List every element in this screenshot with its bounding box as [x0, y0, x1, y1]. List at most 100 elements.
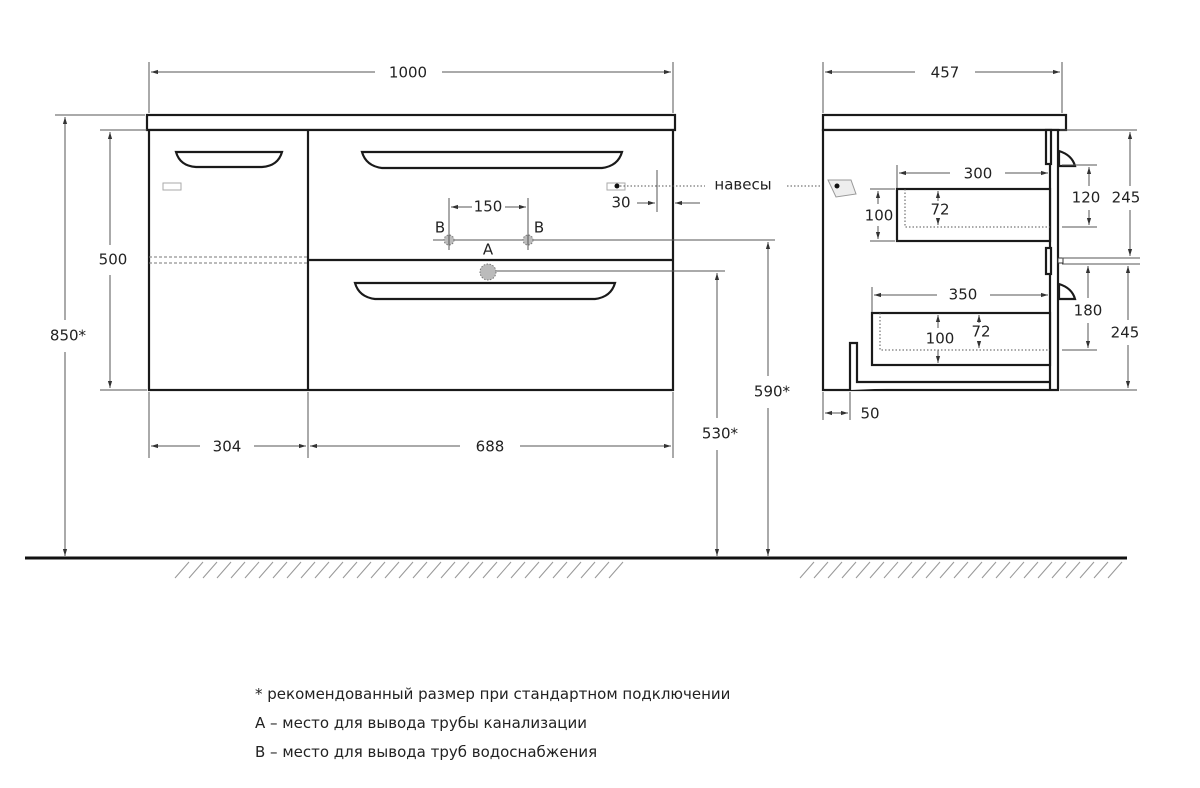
- dim-water-height: 590*: [754, 383, 791, 401]
- hatch-line: [538, 561, 554, 579]
- dim-upper-drawer-height: 100: [865, 207, 894, 225]
- lower-drawer-box: [870, 311, 1052, 367]
- dim-left-width: 304: [213, 438, 242, 456]
- hatch-line: [855, 561, 871, 579]
- floor-hatching: [174, 561, 1123, 579]
- dim-upper-clearance: 120: [1072, 189, 1101, 207]
- hatch-line: [1079, 561, 1095, 579]
- hatch-line: [813, 561, 829, 579]
- hatch-line: [981, 561, 997, 579]
- hatch-line: [524, 561, 540, 579]
- hatch-line: [799, 561, 815, 579]
- hatch-line: [510, 561, 526, 579]
- hatch-line: [454, 561, 470, 579]
- hatch-line: [286, 561, 302, 579]
- hatch-line: [384, 561, 400, 579]
- dim-lower-clearance: 180: [1074, 302, 1103, 320]
- dim-right-width: 688: [476, 438, 505, 456]
- dim-hinge-offset: 30: [611, 194, 630, 212]
- dim-upper-drawer-depth: 300: [964, 165, 993, 183]
- top-drawer-handle: [360, 150, 624, 170]
- dim-height-total: 850*: [50, 327, 87, 345]
- hatch-line: [1065, 561, 1081, 579]
- hatch-line: [482, 561, 498, 579]
- hatch-line: [1107, 561, 1123, 579]
- hatch-line: [258, 561, 274, 579]
- side-countertop: [821, 113, 1068, 132]
- hatch-line: [314, 561, 330, 579]
- note-a: А – место для вывода трубы канализации: [255, 714, 588, 732]
- dim-lower-drawer-depth: 350: [949, 286, 978, 304]
- hatch-line: [580, 561, 596, 579]
- hatch-line: [202, 561, 218, 579]
- drain-outlet-a: [479, 263, 497, 281]
- label-b-right: B: [534, 219, 544, 237]
- hatch-line: [188, 561, 204, 579]
- hatch-line: [883, 561, 899, 579]
- hatch-line: [412, 561, 428, 579]
- hatch-line: [174, 561, 190, 579]
- hatch-line: [953, 561, 969, 579]
- hatch-line: [1051, 561, 1067, 579]
- hatch-line: [230, 561, 246, 579]
- hatch-line: [244, 561, 260, 579]
- hatch-line: [939, 561, 955, 579]
- hatch-line: [1023, 561, 1039, 579]
- legend-notes: * рекомендованный размер при стандартном…: [255, 680, 730, 767]
- hatch-line: [911, 561, 927, 579]
- hatch-line: [897, 561, 913, 579]
- upper-handle-profile: [1057, 149, 1077, 168]
- front-view: 1000 850* 500 304 688 B B A 150: [50, 62, 838, 556]
- hatch-line: [300, 561, 316, 579]
- dim-door-height: 500: [99, 251, 128, 269]
- hatch-line: [440, 561, 456, 579]
- hatch-line: [566, 561, 582, 579]
- hatch-line: [398, 561, 414, 579]
- dim-lower-drawer-inner: 72: [971, 323, 990, 341]
- upper-drawer-box: [895, 187, 1052, 243]
- hatch-line: [552, 561, 568, 579]
- dim-plinth-offset: 50: [860, 405, 879, 423]
- hatch-line: [328, 561, 344, 579]
- hinge-bracket: [827, 179, 857, 198]
- dim-lower-front: 245: [1111, 324, 1140, 342]
- hatch-line: [1009, 561, 1025, 579]
- hatch-line: [995, 561, 1011, 579]
- dim-drain-height: 530*: [702, 425, 739, 443]
- bottom-drawer-handle: [353, 281, 617, 301]
- label-b-left: B: [435, 219, 445, 237]
- label-a: A: [483, 241, 494, 259]
- dim-lower-drawer-height: 100: [926, 330, 955, 348]
- side-view: 457 300 100 72 120 245 245 180: [821, 62, 1140, 423]
- hatch-line: [1093, 561, 1109, 579]
- hatch-line: [967, 561, 983, 579]
- hatch-line: [594, 561, 610, 579]
- countertop: [145, 113, 677, 132]
- hatch-line: [869, 561, 885, 579]
- hatch-line: [356, 561, 372, 579]
- hatch-line: [925, 561, 941, 579]
- hatch-line: [216, 561, 232, 579]
- hatch-line: [827, 561, 843, 579]
- hinges-label: навесы: [714, 176, 771, 194]
- hatch-line: [1037, 561, 1053, 579]
- hinge-mark-left: [162, 182, 182, 191]
- note-b: В – место для вывода труб водоснабжения: [255, 743, 598, 761]
- hatch-line: [370, 561, 386, 579]
- dim-depth-total: 457: [931, 64, 960, 82]
- dim-upper-drawer-inner: 72: [930, 201, 949, 219]
- hatch-line: [468, 561, 484, 579]
- plinth: [848, 341, 1050, 390]
- hatch-line: [496, 561, 512, 579]
- hatch-line: [272, 561, 288, 579]
- lower-handle-profile: [1057, 282, 1077, 301]
- hatch-line: [342, 561, 358, 579]
- hatch-line: [608, 561, 624, 579]
- door-handle: [174, 150, 284, 169]
- hatch-line: [426, 561, 442, 579]
- note-recommended: * рекомендованный размер при стандартном…: [255, 685, 731, 703]
- hatch-line: [841, 561, 857, 579]
- dim-pipe-spacing: 150: [474, 198, 503, 216]
